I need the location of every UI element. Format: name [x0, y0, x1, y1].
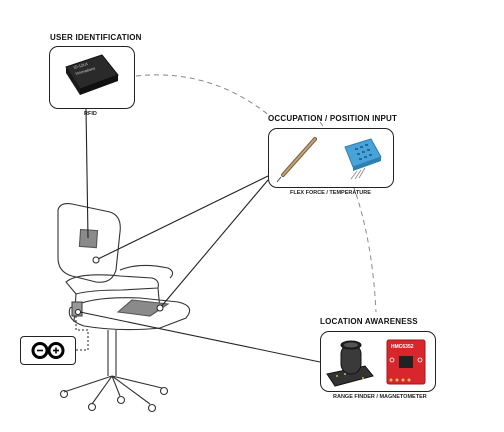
- controller-logo-box: [20, 336, 76, 365]
- wire-occupation-seat: [159, 179, 269, 309]
- sensor-node-back: [92, 256, 100, 264]
- rfid-chip-icon: ID-12LA innovations: [65, 54, 119, 95]
- wire-location: [79, 311, 321, 363]
- wire-controller: [74, 316, 89, 351]
- rfid-chip-label-1: ID-12LA: [73, 61, 89, 70]
- occupation-module-box: [268, 128, 394, 188]
- temperature-sensor-icon: [344, 138, 382, 180]
- range-magnetometer-caption: RANGE FINDER / MAGNETOMETER: [333, 394, 427, 400]
- location-sensors-graphic: HMC6352: [326, 339, 426, 387]
- location-module-box: HMC6352: [320, 331, 436, 392]
- wire-rfid: [85, 107, 89, 239]
- flex-force-sensor-icon: [276, 137, 317, 183]
- sensor-node-seat: [156, 304, 164, 312]
- magnetometer-chip-label: HMC6352: [391, 344, 414, 350]
- office-chair-drawing: [57, 203, 191, 413]
- sensor-node-control: [75, 309, 81, 315]
- user-identification-heading: USER IDENTIFICATION: [50, 33, 142, 42]
- rfid-caption: RFID: [84, 111, 97, 117]
- occupation-position-heading: OCCUPATION / POSITION INPUT: [268, 114, 398, 123]
- rfid-chip-label-2: innovations: [75, 66, 96, 76]
- range-finder-icon: [326, 340, 374, 387]
- occupation-sensors-graphic: [276, 137, 382, 183]
- location-awareness-heading: LOCATION AWARENESS: [320, 317, 418, 326]
- infinity-logo-icon: [31, 342, 65, 359]
- wire-occupation-back: [95, 175, 269, 261]
- magnetometer-board-icon: HMC6352: [386, 339, 426, 385]
- flex-temperature-caption: FLEX FORCE / TEMPERATURE: [290, 190, 371, 196]
- rfid-module-box: ID-12LA innovations: [49, 46, 135, 109]
